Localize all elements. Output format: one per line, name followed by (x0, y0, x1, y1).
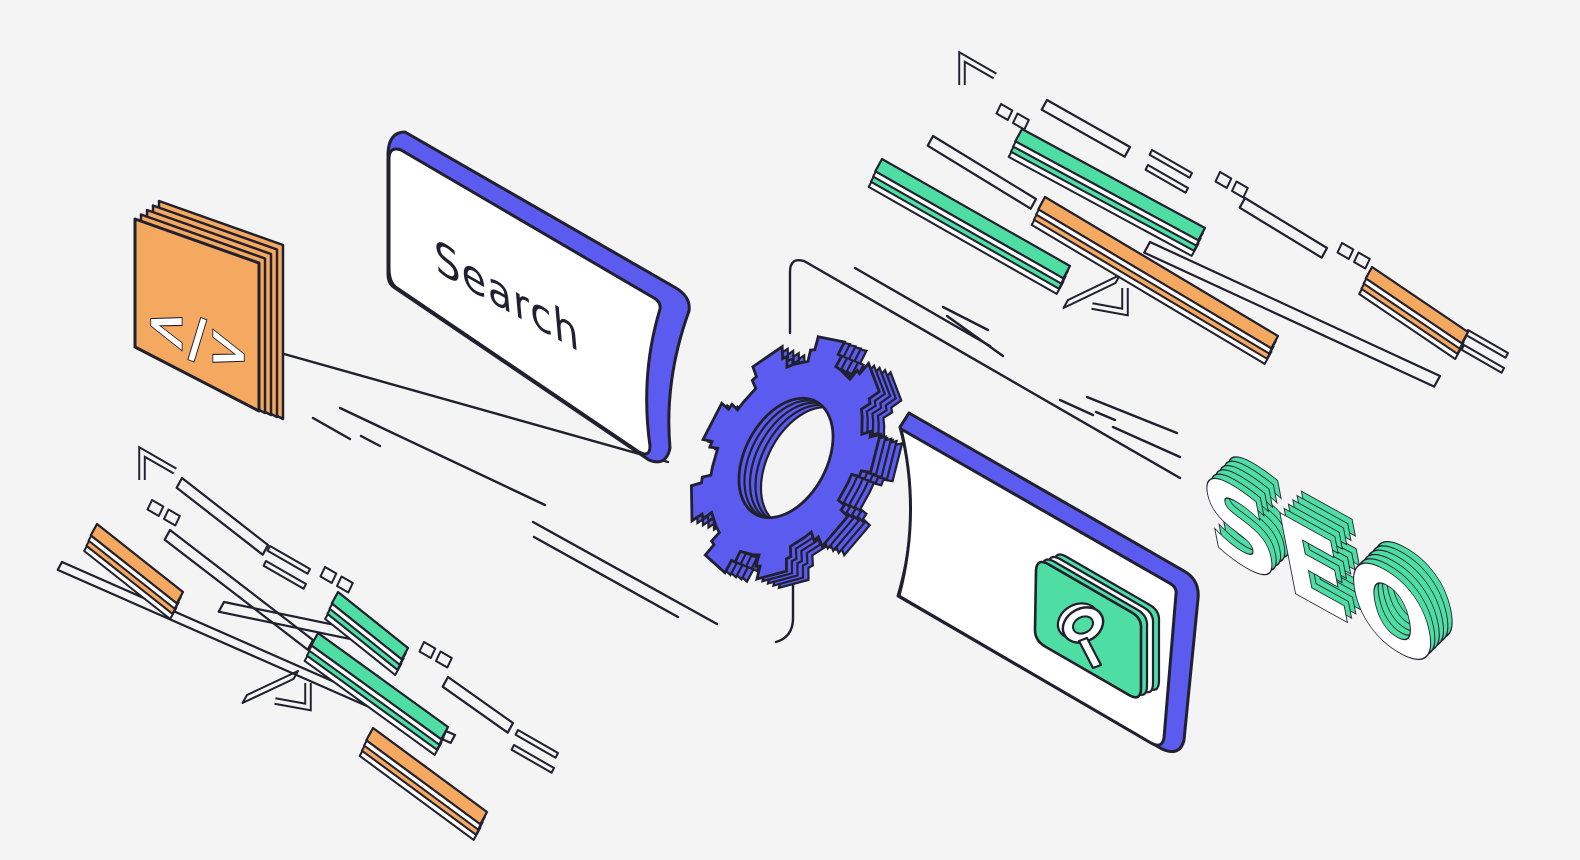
search-bar-shape (386, 130, 691, 464)
decor-quote-marks (319, 566, 338, 584)
decor-connector-lines (275, 258, 1182, 644)
decor-outline-bar (175, 476, 270, 556)
decor-outline-bar (1238, 196, 1329, 259)
decor-outline-bar (1143, 240, 1442, 388)
decor-ghost-card-corner (774, 583, 795, 644)
decor-equals-mark (262, 560, 307, 590)
search-bar-face (387, 147, 662, 456)
decor-bar (874, 157, 1072, 280)
magnifier-handle (1077, 636, 1103, 670)
decor-bar (1037, 195, 1280, 350)
decor-speed-line (941, 305, 990, 332)
decor-speed-line (1111, 425, 1182, 459)
gear-icon (652, 305, 941, 620)
decor-speed-line (359, 434, 382, 448)
decor-equals-mark (510, 744, 555, 774)
decor-quote-marks (1353, 251, 1371, 270)
decor-speed-line (1094, 410, 1117, 422)
gear-front (652, 305, 919, 612)
decor-bar (310, 631, 450, 741)
code-icon: </> (133, 199, 285, 421)
decor-equals-mark (1144, 164, 1189, 194)
decor-slash-mark (1062, 274, 1121, 309)
decor-speed-line (853, 266, 992, 348)
decor-quote-marks (995, 103, 1014, 121)
magnifier-lens (1071, 615, 1095, 635)
decor-corner-bracket (140, 448, 176, 480)
code-panel-pages (133, 199, 285, 421)
decor-quote-marks (1214, 171, 1233, 189)
decor-outline-bar (56, 560, 457, 745)
decor-speed-line (1058, 398, 1095, 417)
decor-quote-marks (336, 575, 354, 594)
decor-quote-marks (418, 641, 437, 659)
decor-equals-mark (1148, 149, 1193, 179)
decor-speed-line (1085, 395, 1179, 435)
decor-equals-mark (514, 729, 559, 759)
decor-bar (1014, 127, 1207, 242)
decor-slash-mark (241, 670, 299, 704)
decor-outline-bar (1040, 98, 1132, 158)
decor-chevron-mark (1091, 288, 1127, 315)
decor-code-lines-top-right (867, 50, 1509, 388)
decor-ghost-card-corner (788, 258, 1182, 480)
decor-outline-bar (163, 528, 315, 651)
decor-speed-line (945, 314, 1005, 358)
decor-speed-line (531, 520, 719, 626)
code-page-front (133, 217, 261, 413)
decor-bar (330, 590, 410, 661)
decor-bar (89, 522, 185, 605)
decor-speed-line (275, 350, 670, 464)
decor-quote-marks (435, 650, 453, 669)
decor-chevron-mark (274, 683, 310, 710)
decor-outline-bar (441, 675, 515, 734)
decor-bar (1364, 265, 1470, 345)
decor-speed-line (338, 406, 547, 507)
search-result-card (896, 411, 1200, 753)
decor-equals-mark (266, 545, 311, 575)
decor-quote-marks (146, 499, 165, 517)
decor-outline-bar (926, 134, 1038, 210)
decor-corner-bracket (960, 53, 996, 85)
decor-code-lines-bottom-left (56, 445, 559, 841)
decor-bar (365, 726, 489, 826)
decor-speed-line (311, 416, 352, 441)
decor-quote-marks (1231, 180, 1249, 199)
decor-speed-line (532, 535, 680, 619)
decor-quote-marks (163, 508, 181, 527)
decor-equals-mark (1460, 344, 1505, 374)
magnifier-icon (1056, 602, 1105, 670)
decor-quote-marks (1336, 242, 1355, 260)
